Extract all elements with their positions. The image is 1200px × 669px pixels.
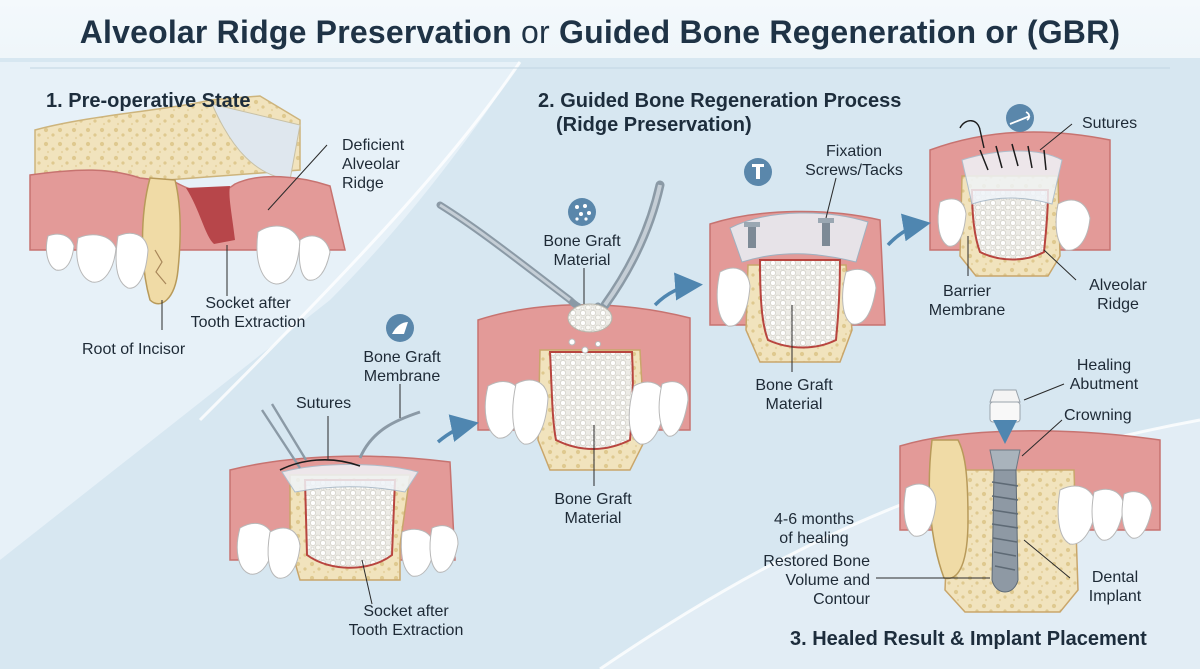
section-title-gbr-process: 2. Guided Bone Regeneration Process bbox=[538, 90, 902, 112]
scene-implant bbox=[876, 383, 1161, 613]
scene-sutured bbox=[929, 120, 1111, 281]
scene-pre-operative bbox=[29, 95, 346, 330]
scene-bone-graft-placement bbox=[436, 180, 691, 486]
page-title: Alveolar Ridge Preservation or Guided Bo… bbox=[79, 14, 1121, 50]
flow-arrow-1 bbox=[436, 414, 479, 444]
label-crowning: Crowning bbox=[1064, 407, 1132, 424]
section-title-pre-operative: 1. Pre-operative State bbox=[46, 90, 251, 112]
bone-graft-particles-icon bbox=[568, 198, 596, 226]
scene-membrane-sutures bbox=[229, 384, 459, 605]
fixation-screw-icon bbox=[744, 158, 772, 186]
flow-arrow-3 bbox=[886, 213, 931, 247]
scene-fixation-screws bbox=[709, 177, 886, 372]
suture-needle-icon bbox=[1006, 104, 1034, 132]
section-title-gbr-subtitle: (Ridge Preservation) bbox=[556, 114, 752, 136]
panel-healed bbox=[200, 420, 1200, 669]
label-sutures-2: Sutures bbox=[1082, 115, 1138, 132]
flow-arrow-2 bbox=[653, 272, 703, 307]
label-sutures-1: Sutures bbox=[296, 395, 352, 412]
label-root-of-incisor: Root of Incisor bbox=[82, 341, 186, 358]
membrane-icon bbox=[386, 314, 414, 342]
section-title-healed-result: 3. Healed Result & Implant Placement bbox=[790, 628, 1147, 650]
